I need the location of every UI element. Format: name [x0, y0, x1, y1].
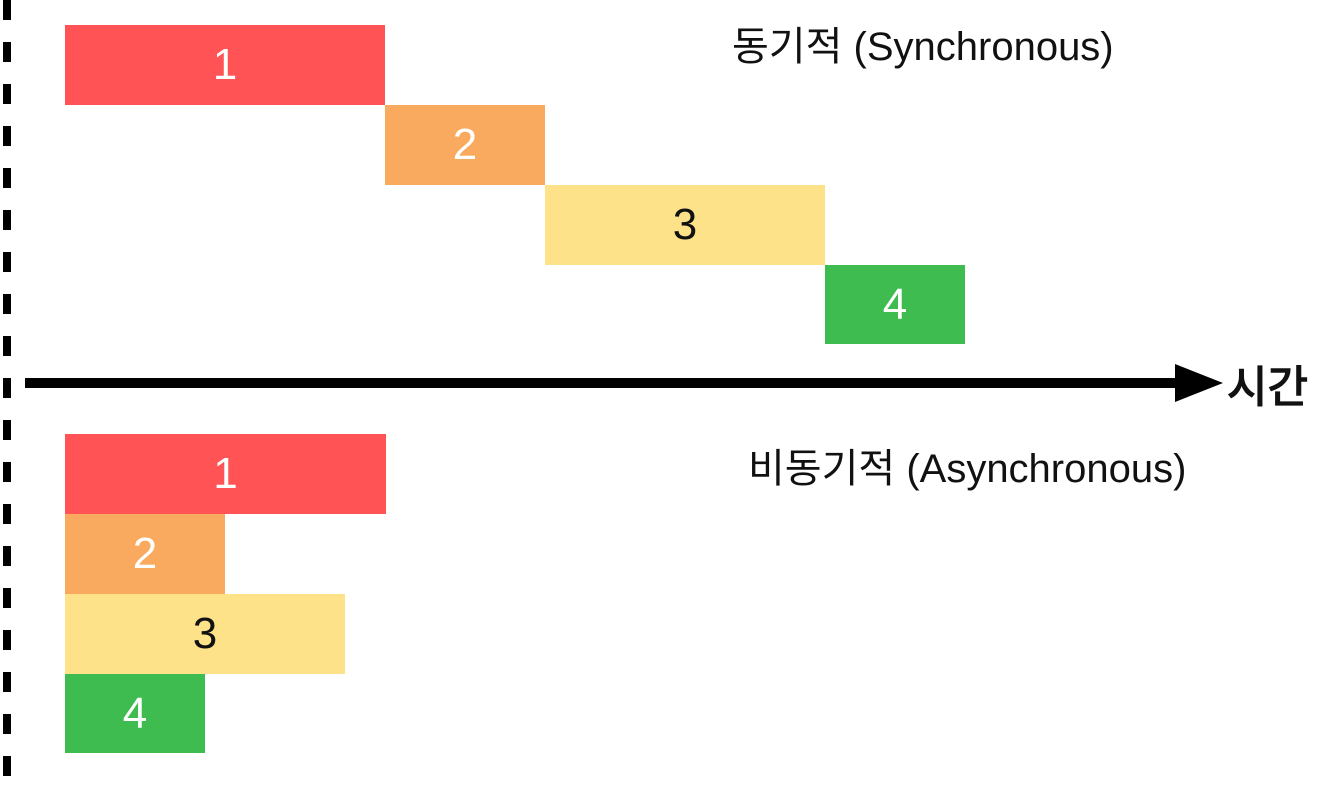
task-bar-label: 2 [132, 529, 158, 578]
async-task-bar-2: 2 [65, 514, 225, 594]
task-bar-label: 1 [213, 449, 238, 498]
sync-section-title: 동기적 (Synchronous) [732, 25, 1114, 69]
async-task-bar-4: 4 [65, 674, 205, 753]
time-axis-label: 시간 [1227, 363, 1308, 412]
task-bar-label: 1 [212, 40, 238, 89]
time-axis: 시간 [0, 359, 1326, 412]
time-axis-line [25, 378, 1180, 388]
async-task-bar-3: 3 [65, 594, 345, 674]
task-bar-label: 4 [882, 279, 908, 329]
sync-task-bar-3: 3 [545, 185, 825, 265]
async-section-title: 비동기적 (Asynchronous) [748, 447, 1187, 491]
timeline-origin-dashed-line [3, 0, 11, 790]
sync-task-bar-4: 4 [825, 265, 965, 344]
async-task-bar-1: 1 [65, 434, 386, 514]
task-bar-label: 2 [452, 120, 478, 169]
sync-task-bar-1: 1 [65, 25, 385, 105]
task-bar-label: 3 [192, 609, 218, 658]
task-bar-label: 4 [122, 688, 148, 738]
arrow-right-icon [1175, 364, 1223, 402]
sync-task-bar-2: 2 [385, 105, 545, 185]
task-bar-label: 3 [672, 200, 698, 249]
